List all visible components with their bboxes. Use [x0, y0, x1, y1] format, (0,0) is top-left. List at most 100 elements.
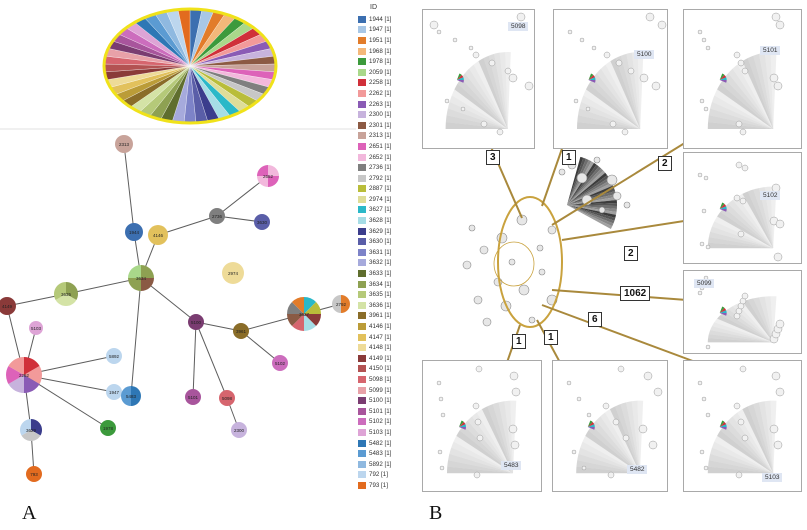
thumbnail-fan-wedge: [610, 58, 641, 129]
thumbnail-fan-wedge: [447, 460, 513, 474]
thumbnail-node: [581, 465, 587, 471]
thumbnail-node: [436, 380, 442, 386]
node-slice: [24, 357, 40, 375]
thumbnail-fan-wedge: [469, 64, 508, 129]
legend-item: 3630 [1]: [358, 236, 408, 247]
thumbnail-node: [703, 465, 709, 471]
thumbnail-fan-wedge: [737, 61, 774, 129]
node-slice: [141, 278, 154, 291]
thumbnail-fan-wedge: [747, 55, 774, 130]
legend-swatch: [358, 238, 366, 246]
thumbnail-node: [586, 412, 592, 418]
thumbnail-node: [741, 434, 749, 442]
fan-wedge: [567, 157, 587, 205]
thumbnail-node: [567, 29, 573, 35]
legend-swatch: [358, 195, 366, 203]
thumbnail-node: [627, 67, 635, 75]
legend-label: 4147 [1]: [369, 333, 392, 341]
thumbnail-fan-wedge: [467, 416, 513, 474]
thumbnail-fan-wedge: [708, 460, 774, 474]
legend-swatch: [358, 270, 366, 278]
thumbnail-node: [737, 418, 745, 426]
thumbnail-fan-wedge: [578, 447, 640, 474]
thumbnail-accent-wedge: [719, 209, 727, 212]
legend-item: 5103 [1]: [358, 427, 408, 438]
legend-swatch: [358, 26, 366, 34]
legend-label: 1951 [1]: [369, 36, 392, 44]
node-label: 3961: [236, 329, 247, 334]
legend-item: 3627 [1]: [358, 205, 408, 216]
legend-label: 2792 [1]: [369, 174, 392, 182]
node-label: 5102: [275, 361, 286, 366]
thumbnail-fan-wedge: [717, 83, 774, 129]
tree-node: 5101: [185, 389, 201, 405]
thumbnail-node: [476, 434, 484, 442]
node-circle: [100, 420, 116, 436]
tree-node: 2300: [231, 422, 247, 438]
legend-label: 4148 [1]: [369, 344, 392, 352]
thumbnail-node: [452, 37, 458, 43]
thumbnail-node: [741, 67, 749, 75]
thumbnail-node: [771, 12, 781, 22]
thumbnail-node: [510, 440, 520, 450]
legend-swatch: [358, 185, 366, 193]
thumbnail-fan-wedge: [770, 51, 777, 129]
thumbnail-node: [440, 412, 446, 418]
thumbnail-fan-wedge: [498, 401, 513, 474]
thumbnail-node: [460, 106, 466, 112]
thumbnail-fan-wedge: [620, 402, 640, 474]
legend-label: 3635 [1]: [369, 291, 392, 299]
thumbnail-accent-wedge: [719, 427, 727, 430]
thumbnail-accent-wedge: [719, 313, 727, 316]
thumbnail-accent-wedge: [719, 306, 725, 313]
legend-swatch: [358, 121, 366, 129]
thumbnail-fan-wedge: [589, 78, 641, 129]
legend-label: 2300 [1]: [369, 111, 392, 119]
thumbnail-node: [436, 29, 442, 35]
legend-swatch: [358, 153, 366, 161]
thumbnail-node: [496, 128, 504, 136]
legend-label: 1944 [1]: [369, 15, 392, 23]
thumbnail-node: [701, 37, 707, 43]
legend-label: 4149 [1]: [369, 354, 392, 362]
node-label: 5101: [188, 395, 199, 400]
node-label: 3634: [136, 276, 147, 281]
zoom-thumbnail: 5483: [422, 360, 542, 492]
central-cluster: [462, 156, 631, 328]
legend-item: 4148 [1]: [358, 342, 408, 353]
thumbnail-node: [739, 365, 747, 373]
fan-wedge: [567, 185, 615, 205]
thumbnail-node: [703, 175, 709, 181]
thumbnail-node: [504, 67, 512, 75]
node-circle: [26, 466, 42, 482]
thumbnail-accent-wedge: [719, 73, 725, 80]
thumbnail-node: [468, 45, 474, 51]
thumbnail-fan-wedge: [720, 311, 774, 343]
thumbnail-node: [697, 380, 703, 386]
thumbnail-node: [699, 241, 705, 247]
tree-node: 5100: [188, 314, 204, 330]
node-circle: [106, 384, 122, 400]
legend-label: 1968 [1]: [369, 47, 392, 55]
thumbnail-id-label: 5098: [508, 22, 529, 31]
node-label: 793: [30, 472, 38, 477]
cluster-node: [462, 260, 472, 270]
thumbnail-accent-wedge: [719, 420, 725, 427]
thumbnail-accent-wedge: [459, 427, 466, 430]
fan-wedge: [567, 203, 617, 206]
thumbnail-id-label: 5099: [694, 279, 715, 288]
thumbnail-node: [607, 471, 615, 479]
legend-swatch: [358, 111, 366, 119]
legend-label: 3630 [1]: [369, 238, 392, 246]
tree-nodes: 2313265219444146273636303634297441493635…: [0, 135, 350, 482]
node-circle: [209, 208, 225, 224]
legend-item: 3636 [1]: [358, 300, 408, 311]
thumbnail-node: [602, 402, 610, 410]
node-slice: [304, 314, 321, 327]
zoom-thumbnail: 5101: [683, 9, 802, 149]
node-slice: [8, 357, 24, 375]
node-slice: [128, 278, 141, 291]
legend-item: 2651 [1]: [358, 141, 408, 152]
thumbnail-fan-wedge: [753, 297, 774, 343]
thumbnail-node: [643, 371, 653, 381]
